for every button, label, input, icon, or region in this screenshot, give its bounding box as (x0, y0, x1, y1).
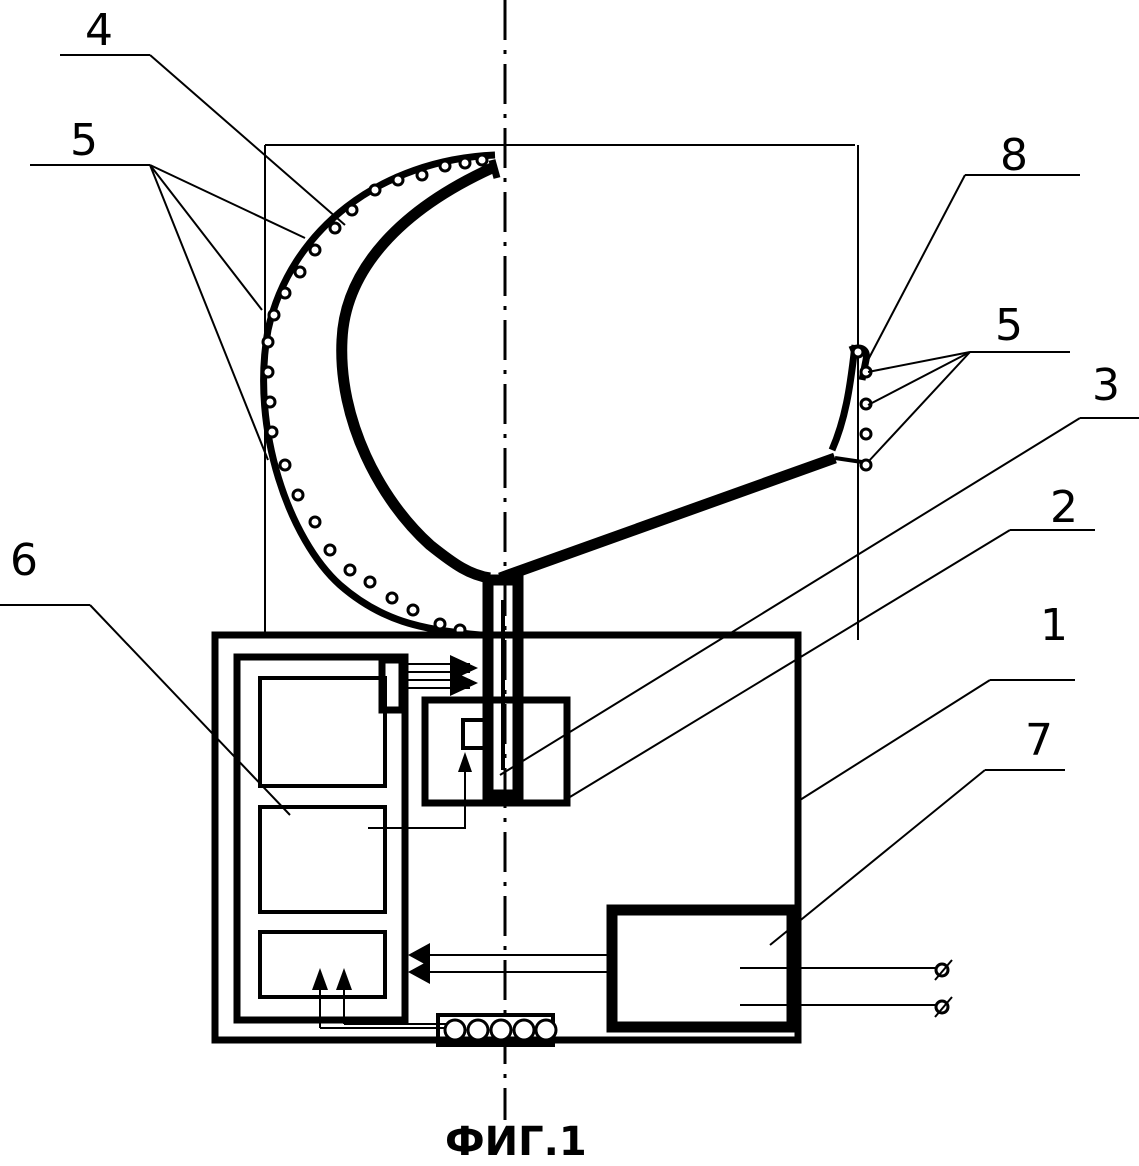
ref-label-8: 8 (1000, 130, 1028, 181)
ref-label-2: 2 (1050, 482, 1078, 533)
sensor-dot (387, 593, 397, 603)
sensor-dot (330, 223, 340, 233)
sensor-dot (477, 155, 487, 165)
stem-3 (488, 580, 518, 795)
ref-label-6: 6 (10, 535, 38, 586)
ref-label-7: 7 (1025, 715, 1053, 766)
external-terminals (935, 960, 952, 1017)
sensor-dot (269, 310, 279, 320)
sensor-dot (417, 170, 427, 180)
sensor-dot (280, 460, 290, 470)
ref-label-5-right: 5 (995, 300, 1023, 351)
control-block-6 (237, 657, 405, 1020)
unit-2-inner (463, 720, 485, 748)
reflector-4 (264, 155, 497, 635)
ref-label-1: 1 (1040, 600, 1068, 651)
ref-label-5-left: 5 (70, 115, 98, 166)
sensor-dot (861, 429, 871, 439)
sensor-dot (293, 490, 303, 500)
sensor-dot (265, 397, 275, 407)
support-arm (500, 345, 862, 578)
ref-label-4: 4 (85, 5, 113, 56)
sensor-dot (365, 577, 375, 587)
sensor-dot (408, 605, 418, 615)
sensor-dot (370, 185, 380, 195)
sensor-dot (325, 545, 335, 555)
sensor-dot (435, 619, 445, 629)
sensor-dot (345, 565, 355, 575)
sensor-dot (440, 161, 450, 171)
figure-caption: ФИГ.1 (445, 1119, 587, 1165)
unit-2 (425, 700, 567, 803)
sensor-dot (853, 347, 863, 357)
ref-label-3: 3 (1092, 360, 1120, 411)
sensor-dot (263, 337, 273, 347)
sensor-dot (310, 517, 320, 527)
sensor-dot (347, 205, 357, 215)
sensor-dot (280, 288, 290, 298)
sensor-dot (460, 158, 470, 168)
sensor-dot (295, 267, 305, 277)
sensor-dot (263, 367, 273, 377)
sensor-dot (267, 427, 277, 437)
sensor-dot (393, 175, 403, 185)
leader-lines (0, 55, 1139, 945)
sensor-dot (310, 245, 320, 255)
